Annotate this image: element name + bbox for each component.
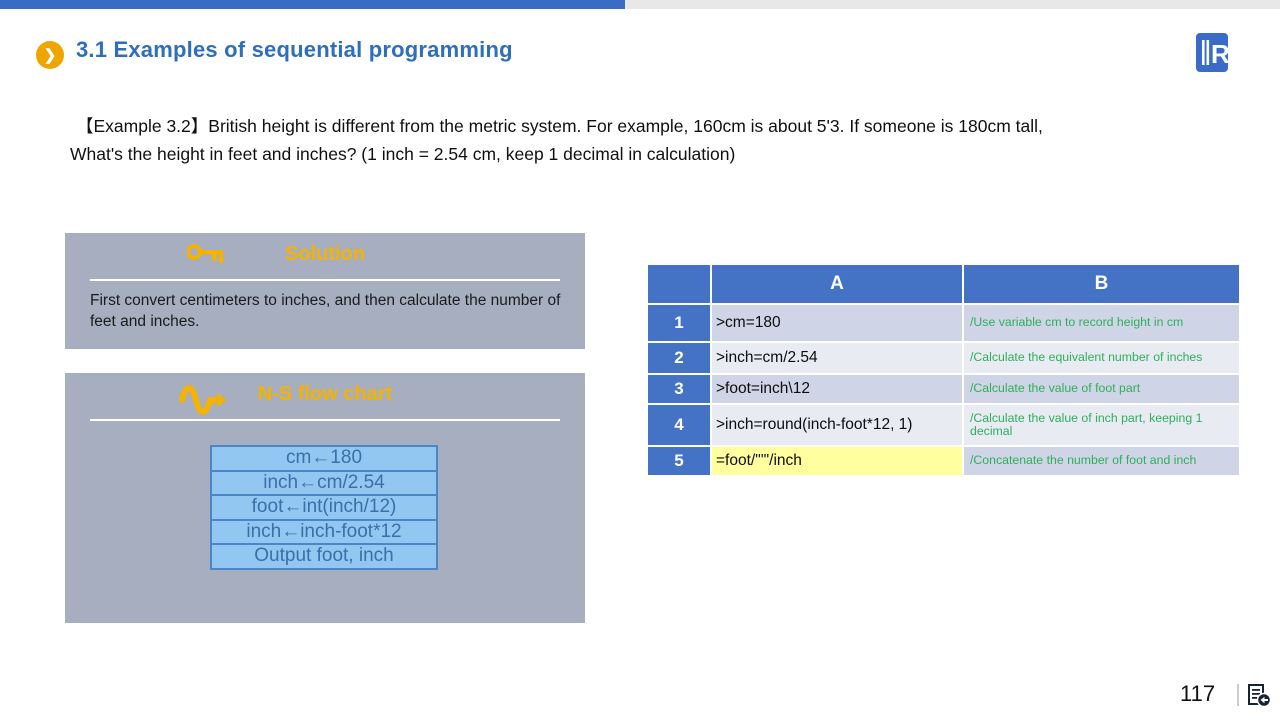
column-header-a: A <box>712 265 962 303</box>
row-number: 4 <box>648 405 710 445</box>
row-number: 3 <box>648 375 710 403</box>
code-spreadsheet: A B 1 >cm=180 /Use variable cm to record… <box>648 265 1239 475</box>
comment-cell: /Calculate the equivalent number of inch… <box>964 343 1239 373</box>
flow-step: inch←cm/2.54 <box>210 469 438 496</box>
comment-cell: /Concatenate the number of foot and inch <box>964 447 1239 475</box>
example-line-1: 【Example 3.2】British height is different… <box>76 116 1043 136</box>
solution-body-text: First convert centimeters to inches, and… <box>90 292 561 330</box>
ns-flowchart: cm←180 inch←cm/2.54 foot←int(inch/12) in… <box>210 445 438 570</box>
flow-step: cm←180 <box>210 445 438 472</box>
comment-cell: /Calculate the value of inch part, keepi… <box>964 405 1239 445</box>
ns-flowchart-box: N-S flow chart cm←180 inch←cm/2.54 foot←… <box>65 373 585 623</box>
key-icon <box>186 242 227 273</box>
code-cell-highlighted: =foot/"'"/inch <box>712 447 962 475</box>
logo-r-icon: R <box>1196 33 1230 78</box>
page-number: 117 <box>1180 681 1216 706</box>
corner-header-cell <box>648 265 710 303</box>
code-cell: >cm=180 <box>712 305 962 341</box>
example-line-2: What's the height in feet and inches? (1… <box>70 144 736 164</box>
code-cell: >foot=inch\12 <box>712 375 962 403</box>
comment-cell: /Calculate the value of foot part <box>964 375 1239 403</box>
solution-box-title: Solution <box>285 243 365 265</box>
ns-box-title: N-S flow chart <box>257 383 393 405</box>
page-title: 3.1 Examples of sequential programming <box>76 37 513 62</box>
flow-step: foot←int(inch/12) <box>210 494 438 521</box>
solution-divider <box>90 279 560 281</box>
row-number: 5 <box>648 447 710 475</box>
code-cell: >inch=cm/2.54 <box>712 343 962 373</box>
document-return-icon[interactable] <box>1247 683 1272 712</box>
ns-divider <box>90 419 560 421</box>
chevron-circle-icon: ❯ <box>36 41 64 69</box>
solution-box: Solution First convert centimeters to in… <box>65 233 585 349</box>
column-header-b: B <box>964 265 1239 303</box>
top-accent-bar-blue <box>0 0 625 9</box>
footer-divider <box>1237 684 1239 706</box>
flow-step: inch←inch-foot*12 <box>210 518 438 545</box>
wave-arrow-icon <box>177 382 229 421</box>
flow-step: Output foot, inch <box>210 543 438 570</box>
comment-cell: /Use variable cm to record height in cm <box>964 305 1239 341</box>
chevron-glyph: ❯ <box>43 47 57 64</box>
top-accent-bar-gray <box>625 0 1280 9</box>
svg-text:R: R <box>1211 39 1228 69</box>
example-paragraph: 【Example 3.2】British height is different… <box>70 112 1215 168</box>
row-number: 2 <box>648 343 710 373</box>
code-cell: >inch=round(inch-foot*12, 1) <box>712 405 962 445</box>
row-number: 1 <box>648 305 710 341</box>
